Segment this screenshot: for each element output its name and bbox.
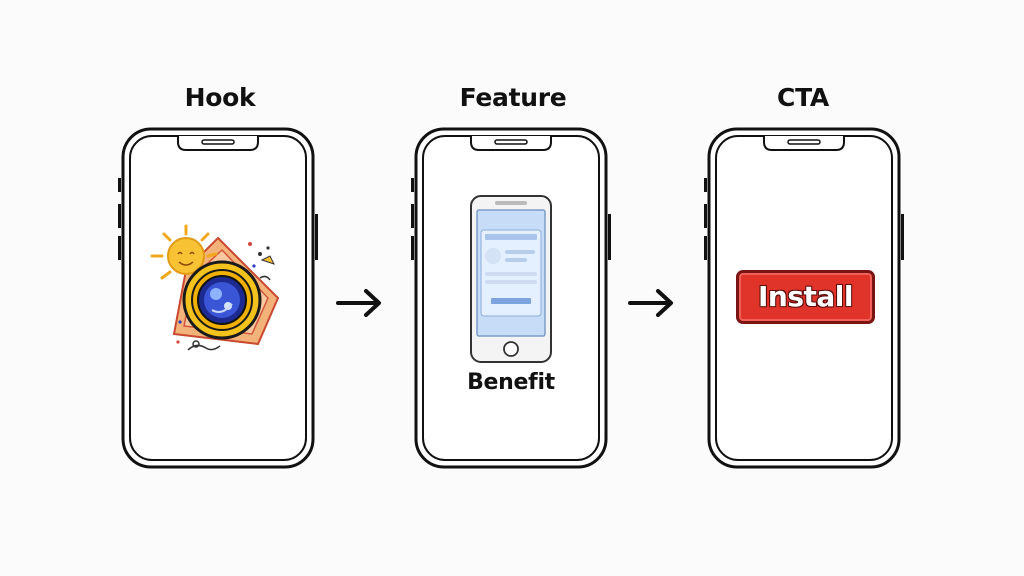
install-button[interactable]: Install (736, 270, 875, 324)
hook-sticker-icon (150, 224, 280, 351)
phone-frame-hook (118, 126, 318, 470)
phone-frame-cta: Install (704, 126, 904, 470)
arrow-right-icon (336, 289, 381, 317)
benefit-label: Benefit (467, 370, 555, 395)
sun-icon (150, 224, 218, 280)
arrow-right-icon (628, 289, 673, 317)
step-title-feature: Feature (459, 83, 567, 112)
step-title-cta: CTA (777, 83, 829, 112)
camera-lens-icon (182, 260, 262, 340)
step-title-hook: Hook (184, 83, 256, 112)
phone-frame-feature: Benefit (411, 126, 611, 470)
mini-phone-icon (470, 195, 552, 363)
